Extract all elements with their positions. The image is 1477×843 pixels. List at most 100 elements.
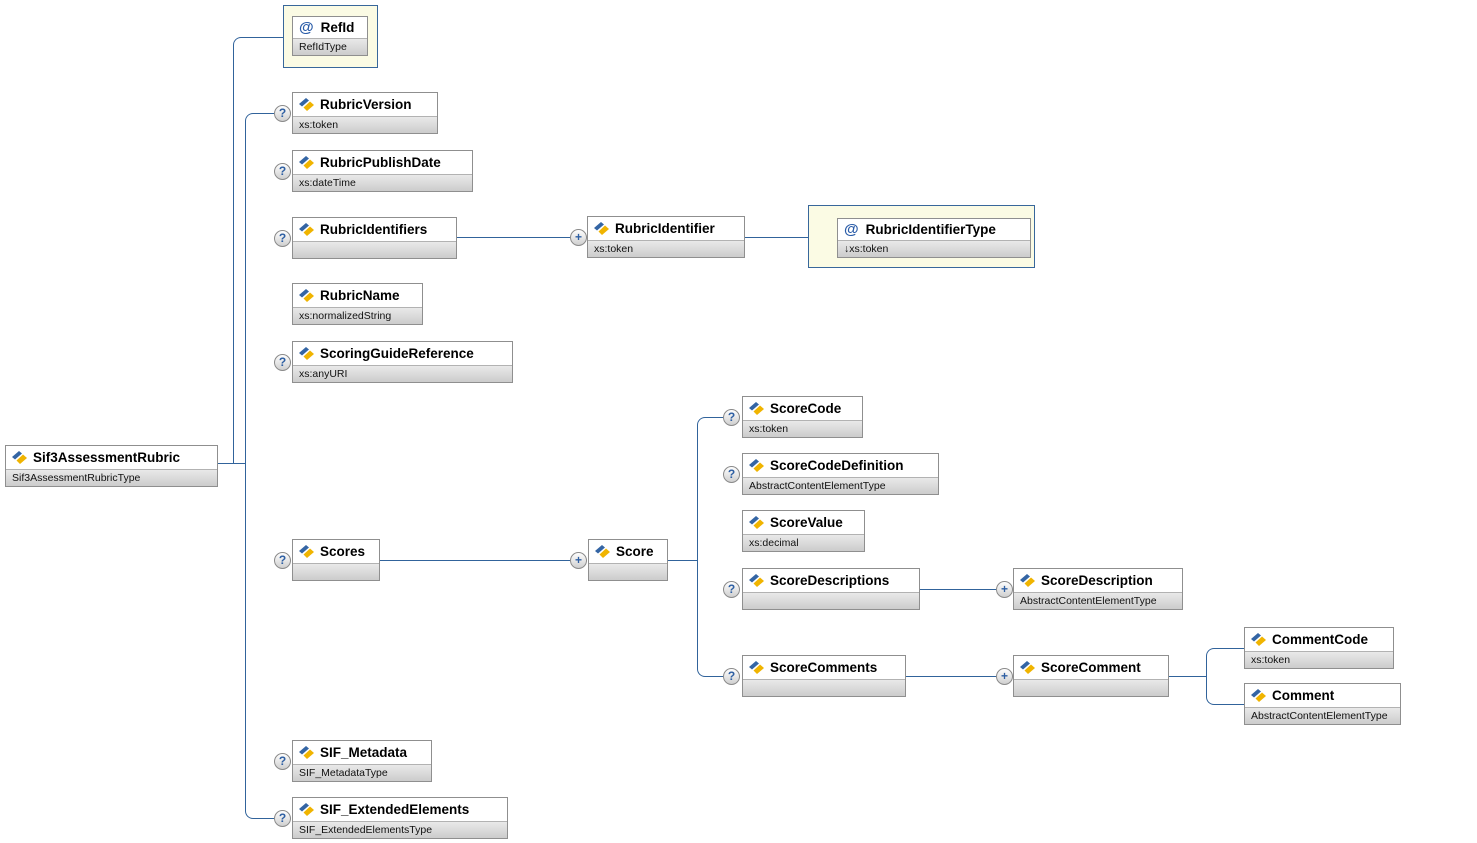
optional-badge-scoringguidereference[interactable]: ? [274,354,291,371]
node-label: SIF_Metadata [320,745,408,760]
node-score[interactable]: Score [588,539,668,581]
element-icon [299,289,314,302]
optional-badge-rubricversion[interactable]: ? [274,105,291,122]
node-type: AbstractContentElementType [1014,592,1182,609]
repeat-badge-rubricidentifier[interactable]: + [570,229,587,246]
node-label: SIF_ExtendedElements [320,802,470,817]
node-scoredescription[interactable]: ScoreDescription AbstractContentElementT… [1013,568,1183,610]
element-icon [299,347,314,360]
node-label: RubricIdentifiers [320,222,428,237]
optional-badge-sifmetadata[interactable]: ? [274,753,291,770]
node-scorevalue[interactable]: ScoreValue xs:decimal [742,510,865,552]
node-type [743,679,905,696]
repeat-badge-score[interactable]: + [570,552,587,569]
element-icon [299,545,314,558]
node-label: ScoreComments [770,660,878,675]
attribute-box-refid[interactable]: @RefId RefIdType [283,5,378,68]
node-type [293,241,456,258]
node-rubricpublishdate[interactable]: RubricPublishDate xs:dateTime [292,150,473,192]
connector-scores [380,560,570,561]
repeat-badge-scoredescription[interactable]: + [996,581,1013,598]
node-rubricidentifiers[interactable]: RubricIdentifiers [292,217,457,259]
node-scores[interactable]: Scores [292,539,380,581]
element-icon [299,223,314,236]
element-icon [594,222,609,235]
attribute-icon: @ [299,19,314,36]
node-type: xs:token [743,420,862,437]
node-type [1014,679,1168,696]
node-type: SIF_MetadataType [293,764,431,781]
element-icon [749,402,764,415]
node-scoringguidereference[interactable]: ScoringGuideReference xs:anyURI [292,341,513,383]
node-type [589,563,667,580]
node-label: ScoreValue [770,515,843,530]
attribute-box-rubricidentifiertype[interactable]: @RubricIdentifierType ↓xs:token [808,205,1035,268]
node-type: AbstractContentElementType [1245,707,1400,724]
element-icon [749,574,764,587]
element-icon [749,661,764,674]
optional-badge-scorecode[interactable]: ? [723,409,740,426]
node-refid[interactable]: @RefId RefIdType [292,16,368,56]
connector-scoredescriptions [920,589,996,590]
node-comment[interactable]: Comment AbstractContentElementType [1244,683,1401,725]
node-label: Score [616,544,654,559]
node-label: ScoreCode [770,401,842,416]
node-label: Comment [1272,688,1335,703]
node-type [293,563,379,580]
node-sifmetadata[interactable]: SIF_Metadata SIF_MetadataType [292,740,432,782]
node-label: CommentCode [1272,632,1369,647]
node-scorecodedefinition[interactable]: ScoreCodeDefinition AbstractContentEleme… [742,453,939,495]
node-type: xs:anyURI [293,365,512,382]
node-label: ScoreCodeDefinition [770,458,904,473]
connector-children-trunk [245,113,274,819]
element-icon [299,746,314,759]
node-sifextendedelements[interactable]: SIF_ExtendedElements SIF_ExtendedElement… [292,797,508,839]
connector-rubricidentifiers [457,237,570,238]
optional-badge-scorecomments[interactable]: ? [723,668,740,685]
connector-scorecomment-stub [1169,676,1206,677]
node-sif3assessmentrubric[interactable]: Sif3AssessmentRubric Sif3AssessmentRubri… [5,445,218,487]
element-icon [1020,574,1035,587]
attribute-icon: @ [844,221,859,238]
node-label: ScoringGuideReference [320,346,474,361]
optional-badge-scoredescriptions[interactable]: ? [723,581,740,598]
element-icon [1251,689,1266,702]
connector-score-trunk [697,417,723,677]
node-scorecomments[interactable]: ScoreComments [742,655,906,697]
node-commentcode[interactable]: CommentCode xs:token [1244,627,1394,669]
node-label: RubricVersion [320,97,412,112]
optional-badge-scorecodedefinition[interactable]: ? [723,466,740,483]
node-rubricidentifiertype[interactable]: @RubricIdentifierType ↓xs:token [837,218,1031,258]
connector-scorecomments [906,676,996,677]
optional-badge-sifextendedelements[interactable]: ? [274,810,291,827]
node-scorecode[interactable]: ScoreCode xs:token [742,396,863,438]
optional-badge-rubricidentifiers[interactable]: ? [274,230,291,247]
connector-rubricidentifiertype [745,237,808,238]
node-type: SIF_ExtendedElementsType [293,821,507,838]
node-label: Sif3AssessmentRubric [33,450,181,465]
node-type: xs:decimal [743,534,864,551]
connector-comment-trunk [1206,648,1244,705]
node-label: RubricName [320,288,400,303]
node-label: ScoreComment [1041,660,1141,675]
node-rubricversion[interactable]: RubricVersion xs:token [292,92,438,134]
optional-badge-rubricpublishdate[interactable]: ? [274,163,291,180]
connector-score-stub [668,560,697,561]
element-icon [749,516,764,529]
node-rubricname[interactable]: RubricName xs:normalizedString [292,283,423,325]
optional-badge-scores[interactable]: ? [274,552,291,569]
node-scorecomment[interactable]: ScoreComment [1013,655,1169,697]
node-type: xs:token [1245,651,1393,668]
element-icon [12,451,27,464]
node-label: ScoreDescriptions [770,573,890,588]
node-type: RefIdType [293,38,367,55]
node-type: xs:dateTime [293,174,472,191]
node-type: AbstractContentElementType [743,477,938,494]
node-type: xs:normalizedString [293,307,422,324]
node-label: RubricIdentifierType [865,222,996,237]
node-scoredescriptions[interactable]: ScoreDescriptions [742,568,920,610]
node-rubricidentifier[interactable]: RubricIdentifier xs:token [587,216,745,258]
repeat-badge-scorecomment[interactable]: + [996,668,1013,685]
element-icon [595,545,610,558]
